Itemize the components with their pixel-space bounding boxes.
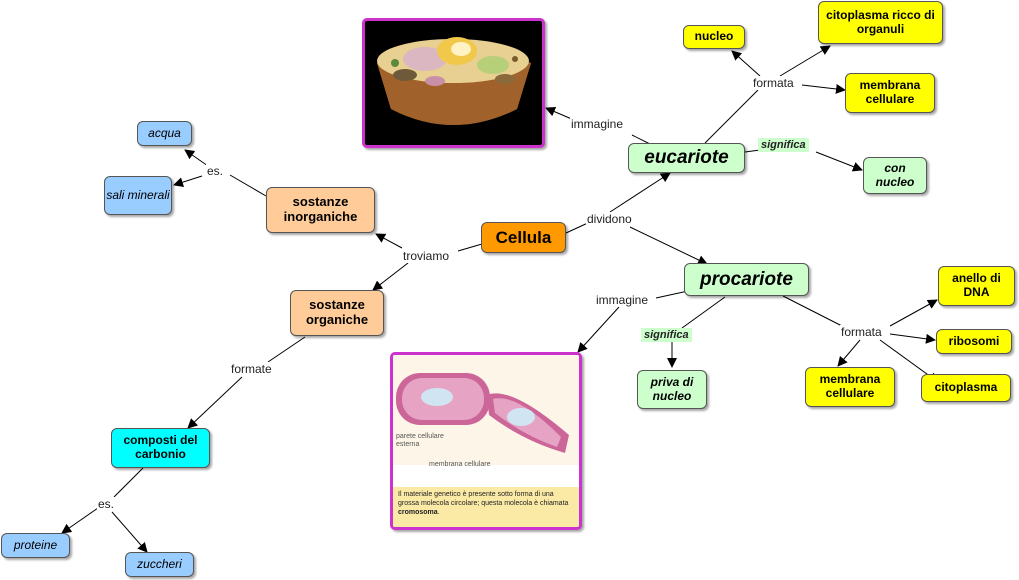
link-es-carbonio: es. bbox=[97, 497, 116, 511]
node-eucariote[interactable]: eucariote bbox=[628, 143, 745, 173]
link-formata-procariote: formata bbox=[840, 325, 883, 339]
link-formate: formate bbox=[230, 362, 273, 376]
link-significa-procariote: significa bbox=[641, 328, 692, 342]
link-immagine-procariote: immagine bbox=[595, 293, 650, 307]
prokaryote-caption: Il materiale genetico è presente sotto f… bbox=[393, 487, 579, 527]
prokaryote-cell-image: parete cellulare esterna membrana cellul… bbox=[390, 352, 582, 530]
node-proteine[interactable]: proteine bbox=[1, 533, 70, 558]
node-membrana-cellulare-euc[interactable]: membrana cellulare bbox=[845, 73, 935, 113]
link-dividono: dividono bbox=[586, 212, 633, 226]
eukaryote-cell-image bbox=[362, 18, 545, 148]
node-ribosomi[interactable]: ribosomi bbox=[936, 329, 1012, 354]
prokaryote-cell-illustration bbox=[393, 355, 579, 465]
node-zuccheri[interactable]: zuccheri bbox=[125, 552, 194, 577]
link-significa-eucariote: significa bbox=[758, 138, 809, 152]
node-membrana-cellulare-pro[interactable]: membrana cellulare bbox=[805, 367, 895, 407]
link-es-inorganiche: es. bbox=[206, 164, 225, 178]
caption-end: . bbox=[437, 509, 440, 516]
link-immagine-eucariote: immagine bbox=[570, 117, 625, 131]
node-sostanze-inorganiche[interactable]: sostanze inorganiche bbox=[266, 187, 375, 233]
node-anello-dna[interactable]: anello di DNA bbox=[938, 266, 1015, 306]
node-sostanze-organiche[interactable]: sostanze organiche bbox=[290, 290, 384, 336]
node-sali-minerali[interactable]: sali minerali bbox=[104, 176, 172, 215]
node-acqua[interactable]: acqua bbox=[137, 121, 192, 146]
node-cellula[interactable]: Cellula bbox=[481, 222, 566, 253]
node-con-nucleo[interactable]: con nucleo bbox=[863, 157, 927, 194]
link-troviamo: troviamo bbox=[402, 249, 451, 263]
link-formata-eucariote: formata bbox=[752, 76, 795, 90]
node-citoplasma-ricco[interactable]: citoplasma ricco di organuli bbox=[818, 1, 943, 44]
node-priva-di-nucleo[interactable]: priva di nucleo bbox=[637, 370, 707, 409]
node-procariote[interactable]: procariote bbox=[684, 263, 809, 296]
label-membrana-cellulare: membrana cellulare bbox=[429, 461, 491, 468]
node-composti-carbonio[interactable]: composti del carbonio bbox=[111, 428, 210, 468]
node-citoplasma[interactable]: citoplasma bbox=[921, 374, 1011, 402]
eukaryote-cell-illustration bbox=[377, 37, 531, 125]
label-parete-cellulare: parete cellulare esterna bbox=[396, 433, 444, 448]
caption-bold: cromosoma bbox=[398, 509, 438, 516]
caption-text: Il materiale genetico è presente sotto f… bbox=[398, 491, 569, 507]
node-nucleo[interactable]: nucleo bbox=[683, 25, 745, 49]
